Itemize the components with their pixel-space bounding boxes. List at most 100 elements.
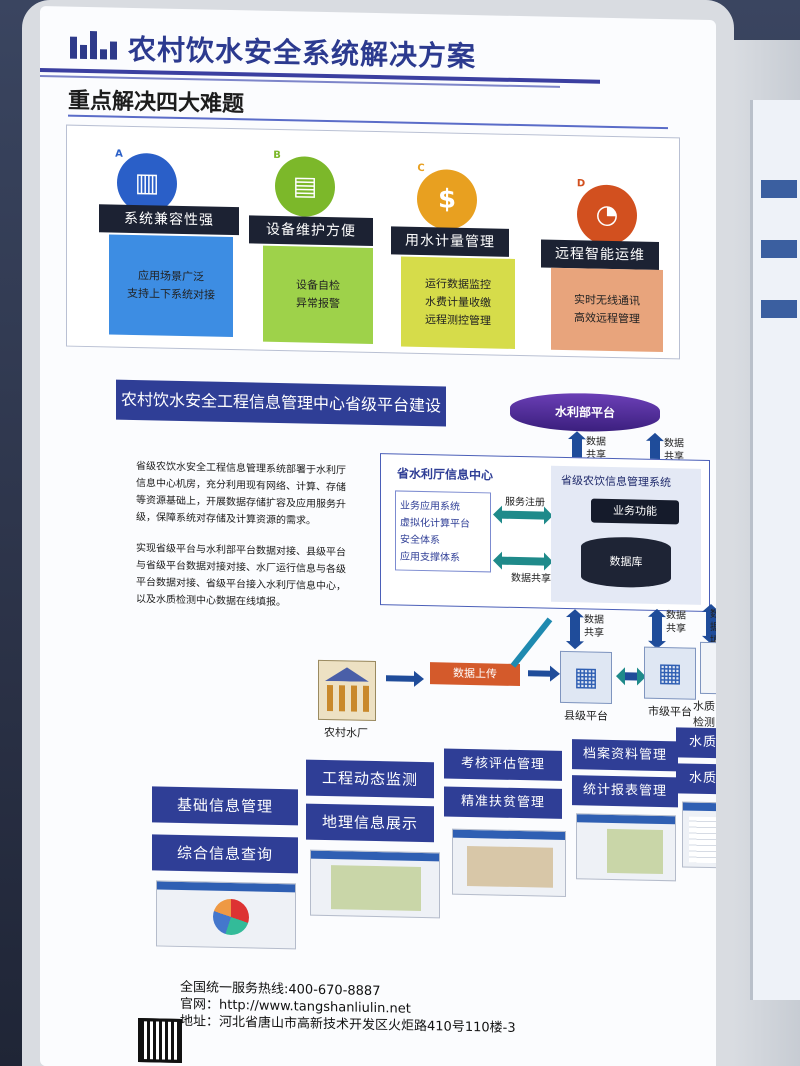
flow-arrow bbox=[386, 675, 416, 682]
problem-card-a: ▥ A 系统兼容性强 应用场景广泛 支持上下系统对接 bbox=[89, 126, 239, 338]
label-line: 共享 bbox=[584, 627, 604, 639]
label-line: 数据 bbox=[664, 438, 684, 450]
poster: 农村饮水安全系统解决方案 重点解决四大难题 ▥ A 系统兼容性强 应用场景广泛 … bbox=[40, 6, 716, 1066]
screen-block bbox=[761, 300, 797, 318]
map-thumb bbox=[467, 845, 553, 888]
problem-line: 异常报警 bbox=[296, 296, 340, 311]
problem-label: 远程智能运维 bbox=[541, 239, 659, 270]
problems-panel: ▥ A 系统兼容性强 应用场景广泛 支持上下系统对接 ▤ B 设备维护方便 设备… bbox=[66, 124, 680, 360]
problem-body: 设备自检 异常报警 bbox=[263, 245, 373, 344]
data-share-arrow bbox=[652, 614, 662, 644]
document-icon: ▤ bbox=[275, 155, 335, 218]
plant-column bbox=[339, 685, 345, 712]
screen-block bbox=[761, 240, 797, 258]
label-line: 数据 bbox=[710, 609, 716, 634]
qr-code-icon bbox=[138, 1018, 182, 1063]
screen-block bbox=[761, 180, 797, 198]
adjacent-screen bbox=[750, 100, 800, 1000]
problem-body: 运行数据监控 水费计量收缴 远程测控管理 bbox=[401, 256, 515, 349]
problem-letter: D bbox=[573, 176, 589, 193]
thumb-header bbox=[311, 850, 439, 862]
problem-label: 设备维护方便 bbox=[249, 215, 373, 246]
label-line: 数据 bbox=[666, 610, 686, 622]
module-button: 统计报表管理 bbox=[572, 775, 678, 808]
company-logo-icon bbox=[70, 29, 120, 60]
screenshot-thumbnail bbox=[576, 813, 676, 882]
plant-column bbox=[351, 685, 357, 712]
data-share-label: 数据 共享 bbox=[666, 609, 686, 635]
county-platform-icon: ▦ bbox=[560, 650, 612, 704]
label-line: 共享 bbox=[666, 623, 686, 635]
clock-icon: ◔ bbox=[577, 184, 637, 246]
database-node: 数据库 bbox=[581, 536, 671, 589]
module-button: 考核评估管理 bbox=[444, 748, 562, 781]
module-button: 水质检测管理 bbox=[676, 727, 716, 760]
footer-contact: 全国统一服务热线:400-670-8887 官网：http://www.tang… bbox=[180, 979, 516, 1037]
map-thumb bbox=[331, 865, 421, 911]
money-bag-icon: $ bbox=[417, 168, 477, 231]
module-button: 水质检测管理 bbox=[676, 763, 716, 796]
problem-body: 应用场景广泛 支持上下系统对接 bbox=[109, 234, 233, 338]
thumb-header bbox=[157, 881, 295, 893]
problem-letter: B bbox=[269, 147, 285, 165]
problem-line: 高效远程管理 bbox=[574, 311, 640, 326]
problem-line: 设备自检 bbox=[296, 278, 340, 293]
problem-line: 支持上下系统对接 bbox=[127, 286, 215, 302]
server-shield-icon: ▦ bbox=[657, 657, 683, 689]
screenshot-thumbnail bbox=[156, 880, 296, 950]
problem-line: 水费计量收缴 bbox=[425, 295, 491, 310]
info-center-list: 业务应用系统 虚拟化计算平台 安全体系 应用支撑体系 bbox=[395, 490, 491, 573]
screenshot-thumbnail bbox=[310, 849, 440, 919]
data-share-label: 数据 共享 bbox=[584, 613, 604, 639]
upload-to-center-arrow bbox=[510, 617, 553, 668]
screenshot-thumbnail bbox=[682, 801, 716, 870]
problem-line: 实时无线通讯 bbox=[574, 293, 640, 308]
thumb-header bbox=[683, 802, 716, 813]
pie-chart-thumb bbox=[213, 898, 249, 936]
business-function-node: 业务功能 bbox=[591, 498, 679, 525]
list-item: 业务应用系统 bbox=[400, 500, 460, 513]
rural-water-plant-icon bbox=[318, 659, 376, 722]
data-share-arrow bbox=[570, 615, 580, 644]
problem-body: 实时无线通讯 高效远程管理 bbox=[551, 267, 663, 353]
system-title: 省级农饮信息管理系统 bbox=[561, 473, 671, 490]
platform-paragraph: 省级农饮水安全工程信息管理系统部署于水利厅信息中心机房，充分利用现有网络、计算、… bbox=[136, 461, 346, 527]
service-register-label: 服务注册 bbox=[505, 496, 545, 509]
problem-card-c: $ C 用水计量管理 运行数据监控 水费计量收缴 远程测控管理 bbox=[373, 132, 515, 349]
module-button: 档案资料管理 bbox=[572, 739, 678, 772]
module-button: 基础信息管理 bbox=[152, 786, 298, 826]
platform-section-title: 农村饮水安全工程信息管理中心省级平台建设 bbox=[116, 379, 446, 427]
thumb-header bbox=[453, 829, 565, 840]
section-title-problems: 重点解决四大难题 bbox=[68, 88, 245, 118]
problem-card-d: ◔ D 远程智能运维 实时无线通讯 高效远程管理 bbox=[517, 135, 663, 353]
problem-letter: C bbox=[413, 160, 429, 178]
table-thumb bbox=[689, 816, 716, 865]
water-testing-center-icon: ⚲ bbox=[700, 641, 716, 695]
thumb-header bbox=[577, 814, 675, 825]
list-item: 安全体系 bbox=[400, 534, 440, 547]
info-center-title: 省水利厅信息中心 bbox=[397, 466, 494, 483]
data-upload-node: 数据上传 bbox=[430, 662, 520, 687]
city-platform-label: 市级平台 bbox=[648, 704, 692, 719]
problem-card-b: ▤ B 设备维护方便 设备自检 异常报警 bbox=[235, 129, 373, 344]
plant-column bbox=[363, 685, 369, 712]
county-platform-label: 县级平台 bbox=[564, 708, 608, 723]
rural-plant-label: 农村水厂 bbox=[324, 725, 368, 740]
ministry-platform-node: 水利部平台 bbox=[510, 391, 660, 433]
provincial-mgmt-system: 省级农饮信息管理系统 业务功能 数据库 bbox=[551, 465, 701, 605]
provincial-info-center: 省水利厅信息中心 业务应用系统 虚拟化计算平台 安全体系 应用支撑体系 服务注册… bbox=[380, 453, 710, 613]
poster-title: 农村饮水安全系统解决方案 bbox=[128, 32, 477, 74]
city-platform-icon: ▦ bbox=[644, 646, 696, 700]
label-line: 数据 bbox=[584, 614, 604, 626]
problem-line: 运行数据监控 bbox=[425, 277, 491, 292]
module-button: 综合信息查询 bbox=[152, 834, 298, 874]
module-button: 工程动态监测 bbox=[306, 759, 434, 799]
flow-arrow bbox=[528, 670, 552, 677]
problem-letter: A bbox=[111, 146, 127, 163]
county-city-arrow bbox=[624, 672, 638, 681]
platform-description: 省级农饮水安全工程信息管理系统部署于水利厅信息中心机房，充分利用现有网络、计算、… bbox=[136, 458, 346, 626]
label-line: 数据 bbox=[586, 436, 606, 448]
problem-label: 用水计量管理 bbox=[391, 226, 509, 257]
screenshot-thumbnail bbox=[452, 828, 566, 898]
platform-paragraph: 实现省级平台与水利部平台数据对接、县级平台与省级平台数据对接对接、水厂运行信息与… bbox=[136, 543, 346, 609]
